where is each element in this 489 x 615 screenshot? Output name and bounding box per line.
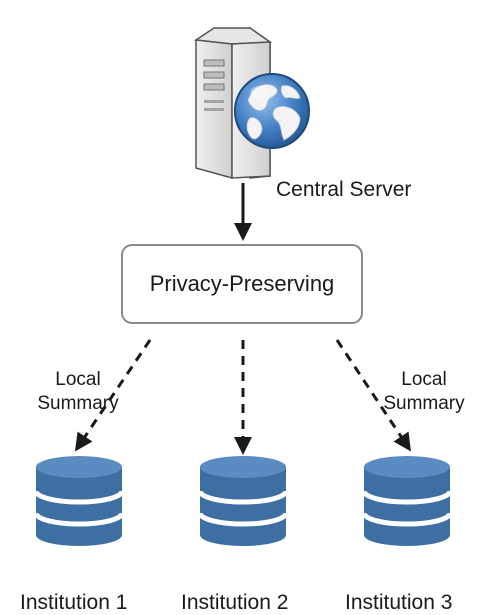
database-icon (361, 456, 453, 546)
aggregator-label: Privacy-Preserving (149, 271, 335, 296)
server-globe-icon (193, 26, 310, 179)
edge-label-right-line-2: Summary (383, 393, 465, 414)
edge-label-left-line-1: Local (55, 369, 101, 390)
database-icon (197, 456, 289, 546)
edge-label-left: Local Summary (18, 368, 138, 416)
edge-label-right: Local Summary (364, 368, 484, 416)
database-icon (33, 456, 125, 546)
institution-2-label: Institution 2 (181, 591, 289, 614)
aggregator-to-institution-3-arrow (335, 339, 411, 452)
edge-label-left-line-2: Summary (37, 393, 119, 414)
aggregator-to-institution-1-arrow (74, 339, 152, 452)
institution-1-label: Institution 1 (20, 591, 128, 614)
edge-label-right-line-1: Local (401, 369, 447, 390)
aggregator-box: Privacy-Preserving (121, 244, 363, 324)
institution-3-label: Institution 3 (345, 591, 453, 614)
server-label: Central Server (276, 178, 412, 201)
